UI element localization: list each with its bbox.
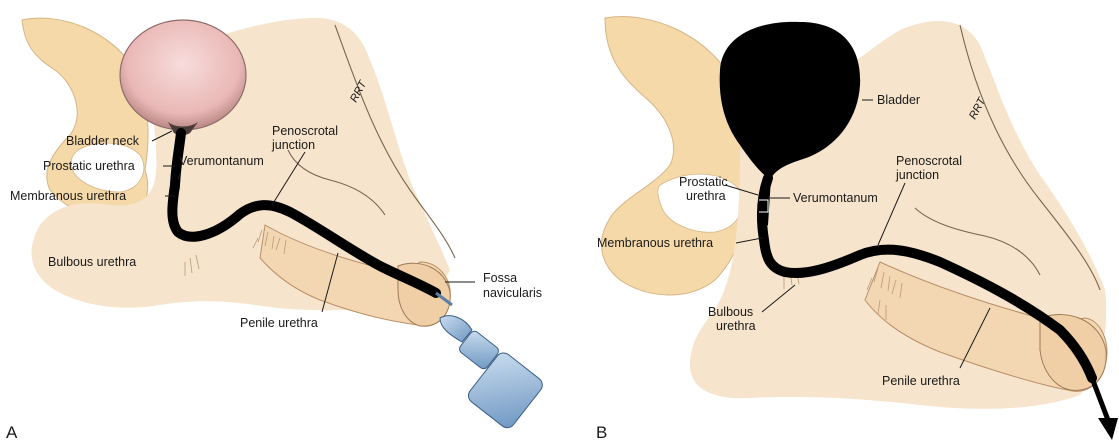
label-prostatic-b-2: urethra: [686, 189, 726, 203]
label-prostatic-b-1: Prostatic: [679, 175, 728, 189]
panel-b: RRT Bladder Prostatic urethra Verumontan…: [596, 17, 1118, 442]
panel-a: RRT Bladder neck Prostatic urethra Verum…: [6, 18, 546, 442]
outflow-arrowhead: [1098, 418, 1118, 440]
outflow-arrow: [1092, 378, 1108, 420]
label-bulbous-b-1: Bulbous: [708, 305, 753, 319]
panel-letter-b: B: [596, 423, 607, 442]
label-penile-urethra-a: Penile urethra: [240, 316, 318, 330]
label-verumontanum-b: Verumontanum: [793, 191, 878, 205]
label-membranous-urethra-a: Membranous urethra: [10, 189, 126, 203]
label-fossa-1: Fossa: [483, 271, 517, 285]
label-penoscrotal-a-1: Penoscrotal: [272, 124, 338, 138]
label-prostatic-urethra: Prostatic urethra: [43, 159, 135, 173]
label-penile-urethra-b: Penile urethra: [882, 374, 960, 388]
label-verumontanum-a: Verumontanum: [179, 154, 264, 168]
label-bladder: Bladder: [877, 93, 920, 107]
label-penoscrotal-b-1: Penoscrotal: [896, 154, 962, 168]
bladder-a: [120, 20, 246, 130]
label-membranous-urethra-b: Membranous urethra: [597, 236, 713, 250]
label-bulbous-b-2: urethra: [716, 319, 756, 333]
label-penoscrotal-b-2: junction: [895, 168, 939, 182]
label-bladder-neck: Bladder neck: [66, 134, 140, 148]
label-bulbous-urethra-a: Bulbous urethra: [48, 255, 136, 269]
label-fossa-2: navicularis: [483, 286, 542, 300]
label-penoscrotal-a-2: junction: [271, 138, 315, 152]
syringe: [436, 293, 546, 431]
panel-letter-a: A: [6, 423, 18, 442]
